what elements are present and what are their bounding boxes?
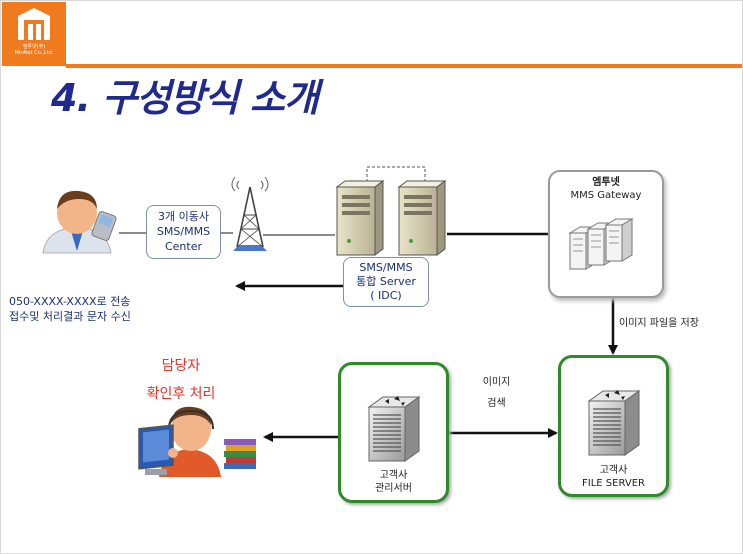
company-logo: 엠투넷(주) MtoNet Co.,Ltd. [2,2,66,66]
book-stack-icon [224,439,256,469]
server-pair-link [366,166,426,187]
tower-server-icon [335,180,385,256]
page-title: 4. 구성방식 소개 [51,76,319,120]
building-logo-icon [18,8,50,40]
person-at-monitor-icon [138,406,221,477]
antenna-tower-icon [231,176,269,251]
sms-server-box [343,257,429,307]
header-accent-bar [66,64,742,68]
rack-server-icon [587,390,641,456]
mms-gateway-label: 엠투넷 MMS Gateway [570,177,642,201]
rack-server-icon [568,218,634,270]
tower-server-icon [397,180,447,256]
sms-server-label: SMS/MMS 통합 Server ( IDC) [356,261,416,302]
manager-note: 담당자 확인후 처리 [146,358,216,402]
carrier-center-label: 3개 이동사 SMS/MMS Center [156,210,211,253]
admin-server-label: 고객사 관리서버 [375,470,412,494]
rack-server-icon [367,396,421,462]
image-search-label: 이미지 검색 [482,377,511,409]
file-server-label: 고객사 FILE SERVER [582,465,645,489]
carrier-center-box [146,205,221,259]
sms-result-note: 050-XXXX-XXXX로 전송 접수및 처리결과 문자 수신 [9,295,131,323]
person-with-phone-icon [42,190,117,254]
logo-caption: 엠투넷(주) MtoNet Co.,Ltd. [14,44,54,56]
image-store-label: 이미지 파일을 저장 [619,318,699,329]
